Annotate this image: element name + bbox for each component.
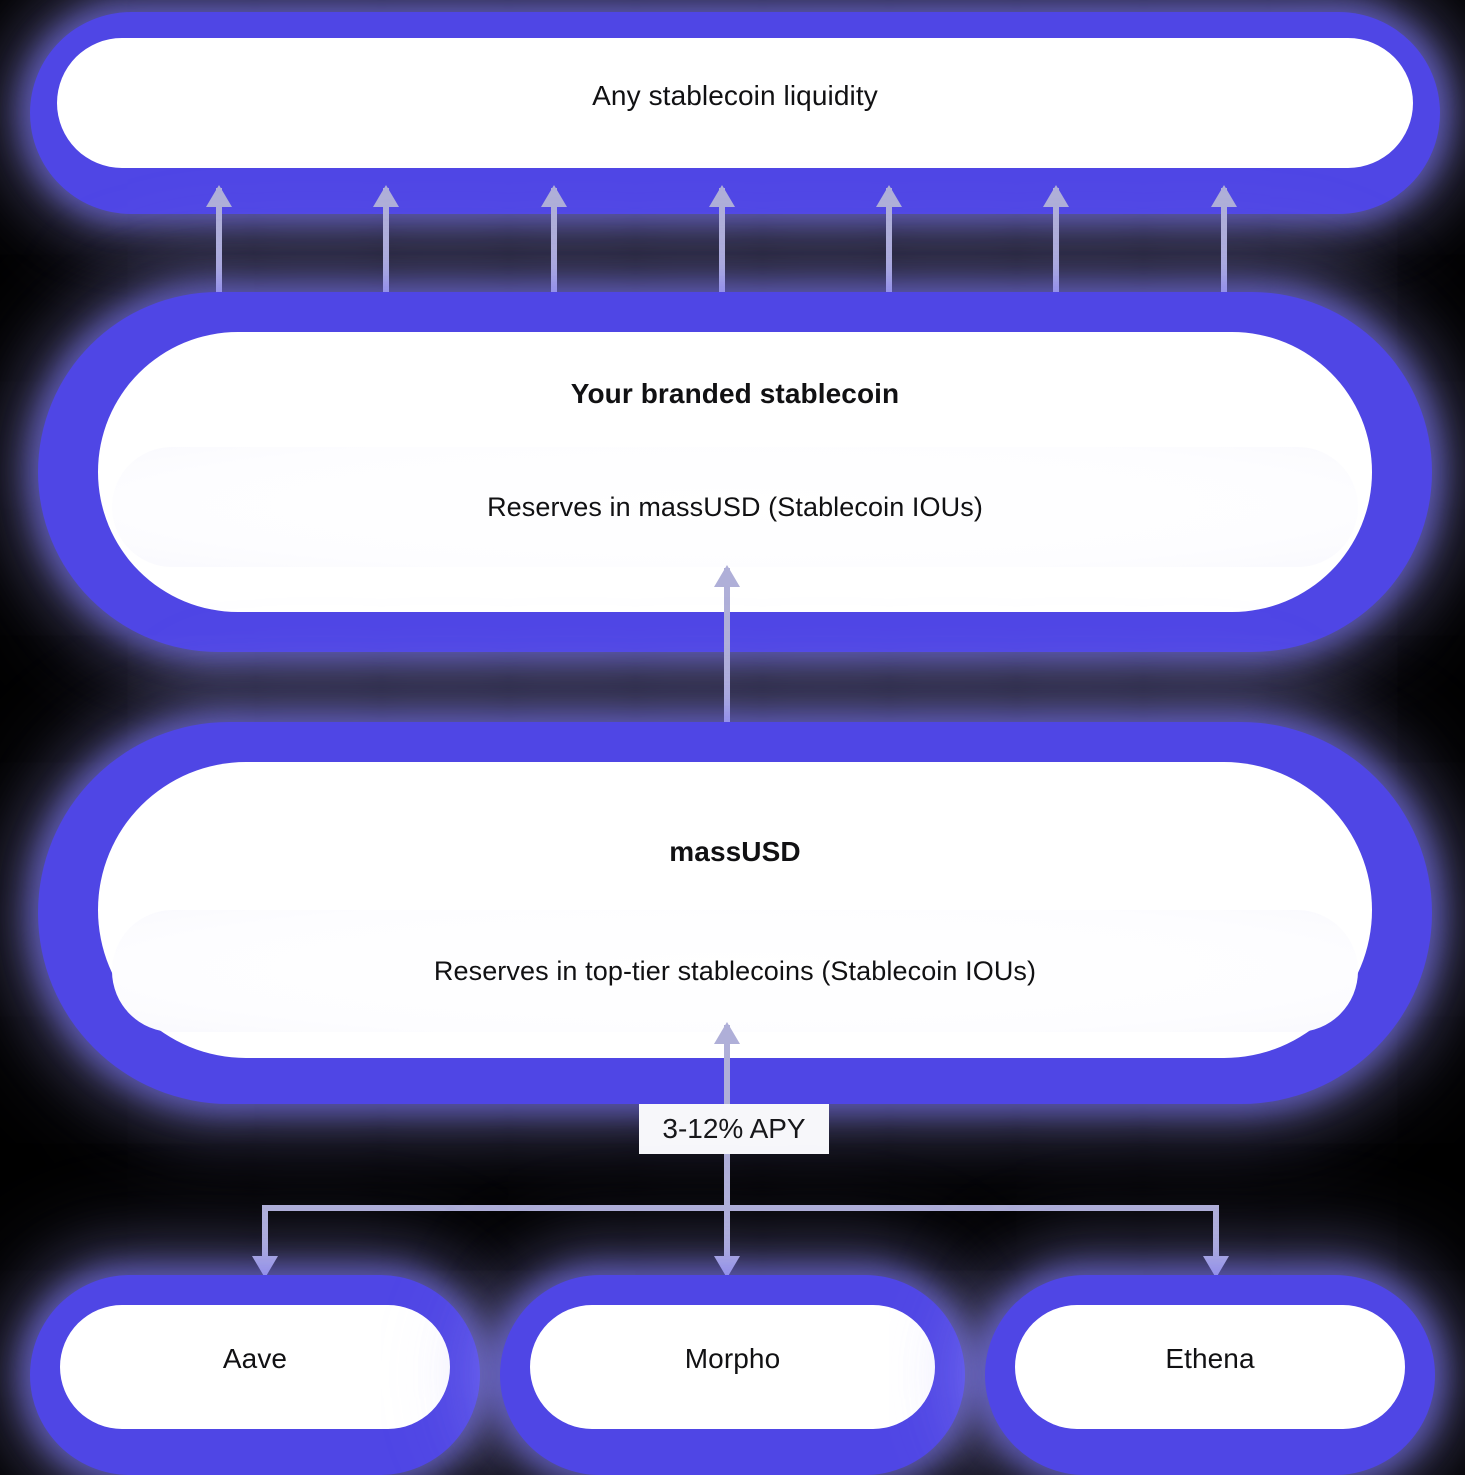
edge-liquidity-branded-4-shaft (719, 188, 725, 316)
apy-badge: 3-12% APY (639, 1104, 829, 1154)
branded-reserves-label: Reserves in massUSD (Stablecoin IOUs) (487, 491, 983, 522)
node-massusd[interactable]: massUSD Reserves in top-tier stablecoins… (38, 722, 1432, 1104)
edge-liquidity-branded-6-shaft (1053, 188, 1059, 316)
node-massusd-surface: massUSD Reserves in top-tier stablecoins… (98, 762, 1372, 1058)
edge-liquidity-branded-2-shaft (383, 188, 389, 316)
node-venue-aave-surface: Aave (60, 1305, 450, 1429)
node-your-branded-stablecoin-title: Your branded stablecoin (570, 378, 900, 409)
venue-arrow-ethena (1203, 1256, 1229, 1278)
edge-liquidity-branded-5-shaft (886, 188, 892, 316)
branded-reserves-pill[interactable]: Reserves in massUSD (Stablecoin IOUs) (112, 447, 1358, 567)
node-venue-aave-label: Aave (222, 1343, 288, 1374)
node-massusd-title: massUSD (669, 836, 801, 867)
node-venue-morpho[interactable]: Morpho (500, 1275, 965, 1475)
edge-liquidity-branded-3-shaft (551, 188, 557, 316)
venue-fanout-bus (262, 1205, 1219, 1211)
venue-fanout-leg-ethena (1213, 1205, 1219, 1261)
node-venue-ethena-surface: Ethena (1015, 1305, 1405, 1429)
edge-liquidity-branded-1-shaft (216, 188, 222, 316)
node-venue-aave[interactable]: Aave (30, 1275, 480, 1475)
node-your-branded-stablecoin[interactable]: Your branded stablecoin Reserves in mass… (38, 292, 1432, 652)
node-venue-morpho-surface: Morpho (530, 1305, 935, 1429)
massusd-reserves-label: Reserves in top-tier stablecoins (Stable… (433, 955, 1037, 986)
apy-badge-label: 3-12% APY (662, 1113, 806, 1144)
venue-fanout-leg-morpho (724, 1205, 730, 1261)
node-venue-ethena-label: Ethena (1165, 1343, 1255, 1374)
node-venue-ethena[interactable]: Ethena (985, 1275, 1435, 1475)
node-any-stablecoin-liquidity-surface: Any stablecoin liquidity (57, 38, 1413, 168)
venue-arrow-morpho (714, 1256, 740, 1278)
edge-branded-massusd-shaft (724, 568, 730, 754)
venue-arrow-aave (252, 1256, 278, 1278)
massusd-reserves-pill[interactable]: Reserves in top-tier stablecoins (Stable… (112, 910, 1358, 1032)
node-any-stablecoin-liquidity-label: Any stablecoin liquidity (592, 80, 878, 111)
venue-fanout-leg-aave (262, 1205, 268, 1261)
node-any-stablecoin-liquidity[interactable]: Any stablecoin liquidity (30, 12, 1440, 214)
node-venue-morpho-label: Morpho (684, 1343, 781, 1374)
edge-liquidity-branded-7-shaft (1221, 188, 1227, 316)
